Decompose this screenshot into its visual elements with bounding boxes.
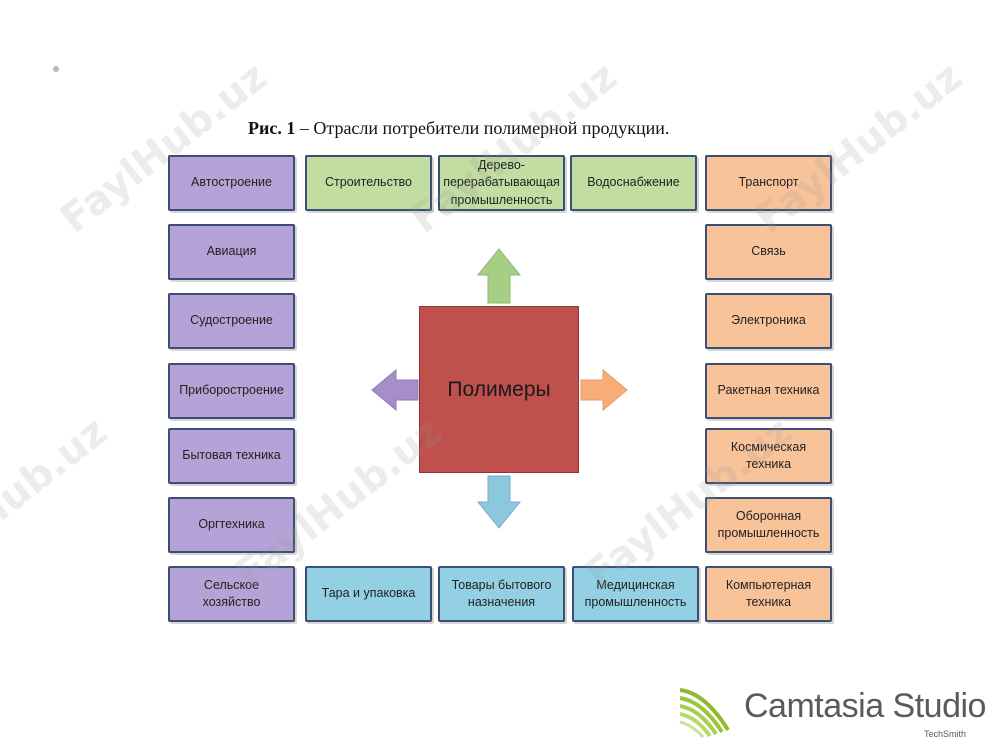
box-right-1: Транспорт bbox=[705, 155, 832, 211]
box-left-7: Сельское хозяйство bbox=[168, 566, 295, 622]
box-top-2: Дерево-перерабатывающая промышленность bbox=[438, 155, 565, 211]
box-bottom-2: Товары бытового назначения bbox=[438, 566, 565, 622]
box-right-7: Компьютерная техника bbox=[705, 566, 832, 622]
box-bottom-3: Медицинская промышленность bbox=[572, 566, 699, 622]
arrow-left-icon bbox=[371, 368, 419, 412]
box-right-4: Ракетная техника bbox=[705, 363, 832, 419]
box-top-1: Строительство bbox=[305, 155, 432, 211]
arrow-right-icon bbox=[580, 368, 628, 412]
camtasia-swoosh-icon bbox=[679, 688, 730, 738]
box-right-3: Электроника bbox=[705, 293, 832, 349]
box-top-3: Водоснабжение bbox=[570, 155, 697, 211]
figure-title-prefix: Рис. 1 bbox=[248, 118, 296, 138]
logo-sub: TechSmith bbox=[924, 729, 967, 739]
box-right-2: Связь bbox=[705, 224, 832, 280]
center-polymers-box: Полимеры bbox=[419, 306, 579, 473]
box-left-2: Авиация bbox=[168, 224, 295, 280]
figure-title: Рис. 1 – Отрасли потребители полимерной … bbox=[248, 118, 669, 139]
camtasia-logo: Camtasia Studio TechSmith bbox=[678, 682, 990, 742]
box-right-6: Оборонная промышленность bbox=[705, 497, 832, 553]
arrow-up-icon bbox=[476, 248, 522, 304]
box-bottom-1: Тара и упаковка bbox=[305, 566, 432, 622]
box-left-5: Бытовая техника bbox=[168, 428, 295, 484]
slide-bullet bbox=[53, 66, 59, 72]
box-left-3: Судостроение bbox=[168, 293, 295, 349]
box-left-1: Автостроение bbox=[168, 155, 295, 211]
arrow-down-icon bbox=[476, 475, 522, 529]
figure-title-text: – Отрасли потребители полимерной продукц… bbox=[295, 118, 670, 138]
box-left-6: Оргтехника bbox=[168, 497, 295, 553]
logo-name: Camtasia Studio bbox=[744, 687, 986, 725]
box-right-5: Космическая техника bbox=[705, 428, 832, 484]
box-left-4: Приборостроение bbox=[168, 363, 295, 419]
